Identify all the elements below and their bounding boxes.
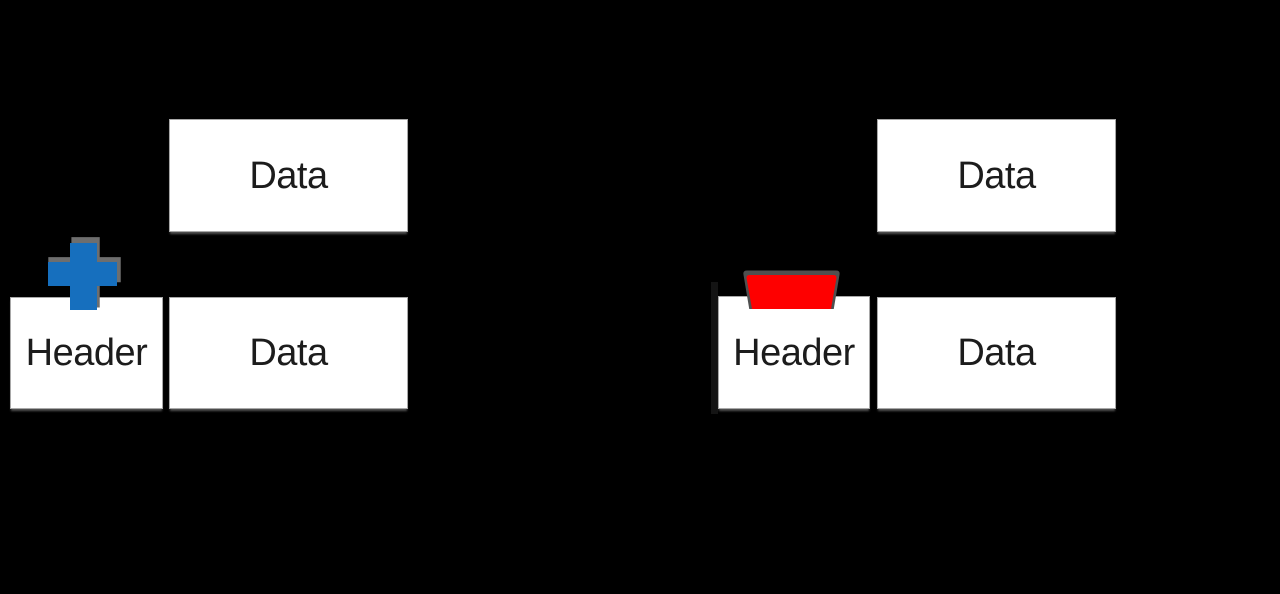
minus-icon-glyph — [746, 275, 837, 309]
header-box: Header — [10, 297, 163, 409]
payload-data-box: Data — [877, 119, 1116, 232]
plus-icon — [48, 237, 121, 310]
data-box: Data — [877, 297, 1116, 409]
box-label: Header — [733, 331, 855, 374]
box-label: Data — [249, 154, 328, 197]
header-left-edge-shadow — [711, 282, 718, 414]
header-box: Header — [718, 296, 870, 409]
data-box: Data — [169, 297, 408, 409]
box-label: Data — [957, 154, 1036, 197]
payload-data-box: Data — [169, 119, 408, 232]
plus-icon-glyph — [48, 243, 117, 310]
box-label: Header — [25, 332, 148, 374]
box-label: Data — [957, 332, 1036, 374]
box-label: Data — [249, 332, 328, 374]
minus-icon — [743, 270, 840, 309]
